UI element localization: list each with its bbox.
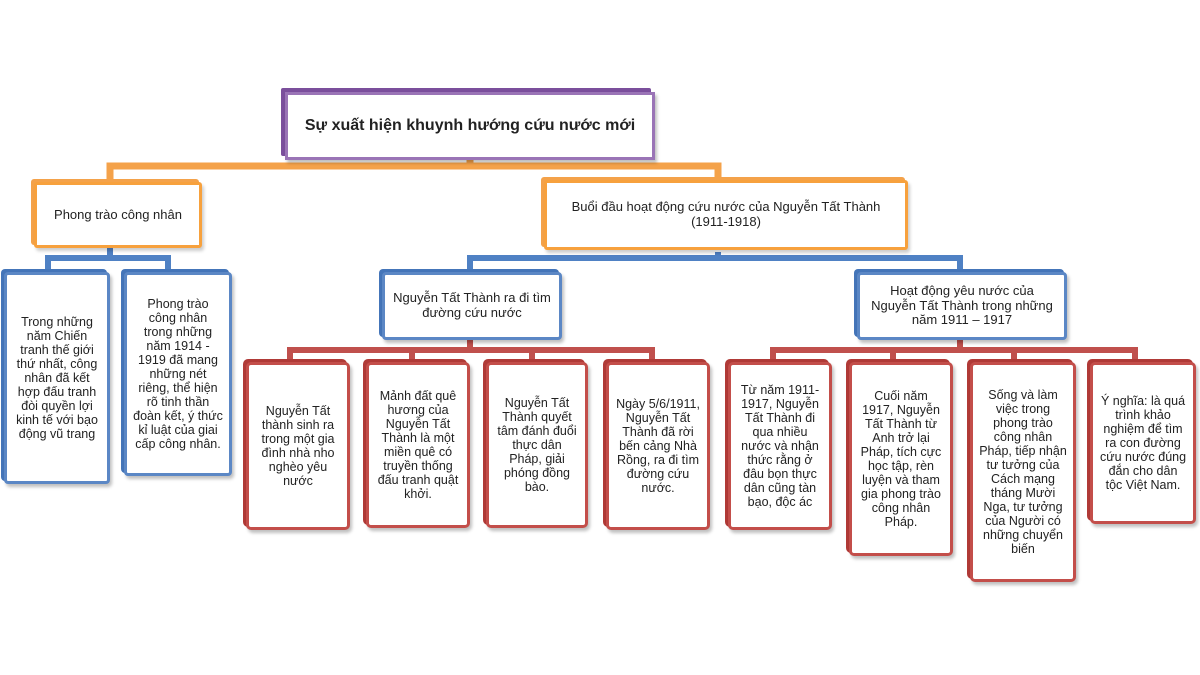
workers-child-2-text: Phong trào công nhân trong những năm 191… (133, 297, 223, 451)
root-node: Sự xuất hiện khuynh hướng cứu nước mới (281, 88, 655, 160)
connector-nguyen-subs (467, 255, 963, 270)
red-connectors (287, 340, 1138, 360)
right-child-3-text: Sống và làm việc trong phong trào công n… (979, 388, 1067, 556)
connector-left-children (287, 347, 655, 360)
left-child-2-text: Mảnh đất quê hương của Nguyễn Tất Thành … (377, 389, 459, 501)
right-child-2-text: Cuối năm 1917, Nguyễn Tất Thành từ Anh t… (860, 389, 942, 529)
right-child-1-text: Từ năm 1911-1917, Nguyễn Tất Thành đi qu… (740, 383, 820, 509)
right-child-4: Ý nghĩa: là quá trình khảo nghiệm để tìm… (1087, 359, 1196, 524)
workers-child-1: Trong những năm Chiến tranh thế giới thứ… (1, 269, 110, 484)
workers-branch-node: Phong trào công nhân (31, 179, 202, 248)
sub-left-label: Nguyễn Tất Thành ra đi tìm đường cứu nướ… (393, 290, 551, 320)
left-child-3: Nguyễn Tất Thành quyết tâm đánh đuổi thự… (483, 359, 588, 528)
left-child-4: Ngày 5/6/1911, Nguyễn Tất Thành đã rời b… (603, 359, 710, 530)
right-child-2: Cuối năm 1917, Nguyễn Tất Thành từ Anh t… (846, 359, 953, 556)
root-connectors (106, 160, 722, 180)
left-child-1-text: Nguyễn Tất thành sinh ra trong một gia đ… (261, 404, 335, 488)
connector-root-branches (106, 162, 722, 180)
sub-right-label: Hoạt động yêu nước của Nguyễn Tất Thành … (871, 283, 1053, 328)
right-child-1: Từ năm 1911-1917, Nguyễn Tất Thành đi qu… (725, 359, 832, 530)
workers-child-1-text: Trong những năm Chiến tranh thế giới thứ… (16, 315, 98, 441)
root-title: Sự xuất hiện khuynh hướng cứu nước mới (304, 117, 636, 135)
left-child-2: Mảnh đất quê hương của Nguyễn Tất Thành … (363, 359, 470, 528)
right-child-4-text: Ý nghĩa: là quá trình khảo nghiệm để tìm… (1099, 394, 1187, 492)
left-child-3-text: Nguyễn Tất Thành quyết tâm đánh đuổi thự… (497, 396, 577, 494)
sub-left-node: Nguyễn Tất Thành ra đi tìm đường cứu nướ… (379, 269, 562, 340)
nguyen-branch-label: Buổi đầu hoạt động cứu nước của Nguyễn T… (571, 199, 881, 229)
blue-connectors (45, 248, 963, 270)
left-child-4-text: Ngày 5/6/1911, Nguyễn Tất Thành đã rời b… (616, 397, 700, 495)
workers-child-2: Phong trào công nhân trong những năm 191… (121, 269, 232, 476)
right-child-3: Sống và làm việc trong phong trào công n… (967, 359, 1076, 582)
connector-workers-children (45, 255, 171, 270)
sub-right-node: Hoạt động yêu nước của Nguyễn Tất Thành … (854, 269, 1067, 340)
connector-right-children (770, 347, 1138, 360)
left-child-1: Nguyễn Tất thành sinh ra trong một gia đ… (243, 359, 350, 530)
workers-branch-label: Phong trào công nhân (54, 206, 182, 222)
nguyen-branch-node: Buổi đầu hoạt động cứu nước của Nguyễn T… (541, 177, 908, 250)
